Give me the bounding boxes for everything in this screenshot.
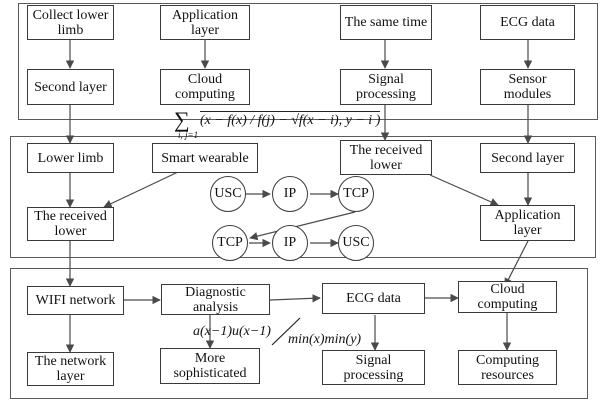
tcp-node-bottom: TCP (212, 225, 248, 261)
lower-limb-box: Lower limb (27, 143, 114, 173)
signal-processing-box-top: Signal processing (340, 69, 432, 105)
sum-expression: (x − f(x) / f(j) − √f(x − i), y − i ) (200, 111, 381, 128)
signal-processing-box-bottom: Signal processing (322, 350, 425, 385)
cloud-computing-box-top: Cloud computing (160, 69, 250, 105)
smart-wearable-box: Smart wearable (152, 143, 258, 173)
cloud-computing-box-bottom: Cloud computing (458, 281, 557, 313)
application-layer-box-middle: Application layer (480, 205, 575, 241)
wifi-network-box: WIFI network (27, 286, 124, 315)
received-lower-box-left: The received lower (27, 207, 114, 241)
computing-resources-box: Computing resources (458, 350, 557, 385)
usc-node-top: USC (210, 176, 246, 212)
second-layer-box-middle: Second layer (480, 143, 575, 173)
ip-node-bottom: IP (272, 225, 308, 261)
ecg-data-box-top: ECG data (480, 5, 575, 40)
same-time-box: The same time (340, 5, 432, 40)
ip-node-top: IP (272, 176, 308, 212)
product-formula: a(x−1)u(x−1) (193, 324, 271, 339)
sensor-modules-box: Sensor modules (480, 69, 575, 105)
usc-node-bottom: USC (338, 225, 374, 261)
collect-lower-limb-box: Collect lower limb (27, 5, 114, 40)
diagnostic-analysis-box: Diagnostic analysis (161, 284, 270, 315)
ecg-data-box-bottom: ECG data (322, 283, 425, 314)
more-sophisticated-box: More sophisticated (160, 348, 260, 384)
received-lower-box-right: The received lower (340, 140, 432, 175)
sum-index: i, j=1 (178, 130, 199, 140)
network-layer-box: The network layer (27, 352, 114, 386)
tcp-node-top: TCP (338, 176, 374, 212)
application-layer-box-top: Application layer (160, 5, 250, 40)
sum-symbol: ∑ (174, 107, 190, 132)
second-layer-box-top: Second layer (27, 69, 114, 105)
min-formula: min(x)min(y) (288, 332, 362, 347)
